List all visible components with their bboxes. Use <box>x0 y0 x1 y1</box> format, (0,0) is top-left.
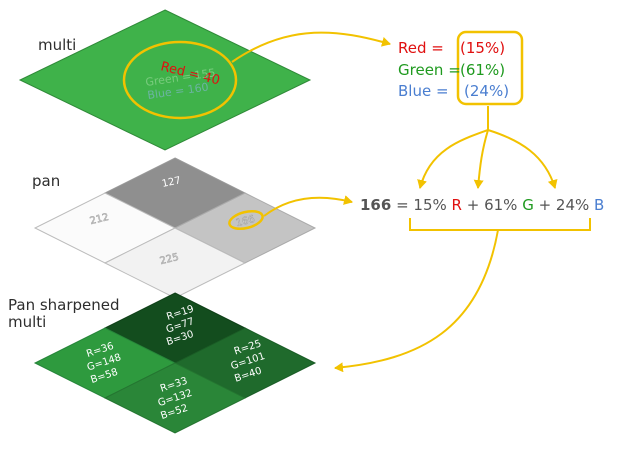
multi-tile <box>18 9 312 151</box>
pan-sharpen-equation: 166 = 15% R + 61% G + 24% B <box>360 196 604 214</box>
weights-highlight-box <box>456 30 524 106</box>
arrow-pan-to-equation <box>263 195 353 217</box>
weight-green-label: Green = <box>398 61 461 79</box>
pansharpened-layer: R=19 G=77 B=30 R=36 G=148 B=58 R=25 G=10… <box>33 292 317 434</box>
weight-blue-label: Blue = <box>398 82 449 100</box>
arrow-equation-to-pansharpened <box>334 229 499 373</box>
connector-arrows <box>231 31 591 373</box>
pan-value-left: 212 <box>89 212 110 227</box>
equation-bracket <box>409 218 591 231</box>
pan-value-top: 127 <box>161 175 182 190</box>
equation-g: G <box>522 196 534 214</box>
pan-value-right: 166 <box>235 214 256 229</box>
pansharpened-label-line1: Pan sharpened <box>8 296 120 314</box>
equation-part-2: + 61% <box>462 196 522 214</box>
equation-b: B <box>594 196 604 214</box>
multi-layer: Red = 40 Green = 155 Blue = 160 <box>18 9 312 151</box>
arrow-to-g-term <box>473 129 489 189</box>
pan-label: pan <box>32 172 60 190</box>
pan-highlight-ellipse <box>228 209 264 231</box>
weights-panel: Red = (15%) Green = (61%) Blue = (24%) <box>398 30 524 106</box>
pan-layer: 127 212 225 166 <box>33 157 317 299</box>
multi-label: multi <box>38 36 76 54</box>
arrow-to-r-term <box>417 129 489 189</box>
weight-blue-value: (24%) <box>464 82 509 100</box>
weight-red-value: (15%) <box>460 39 505 57</box>
equation-part-3: + 24% <box>534 196 594 214</box>
multi-highlight-ellipse <box>122 40 238 120</box>
pansharpened-label-line2: multi <box>8 313 46 331</box>
equation-pan-value: 166 <box>360 196 391 214</box>
equation-r: R <box>452 196 462 214</box>
sharp-cell-bottom <box>103 362 247 434</box>
arrow-multi-to-weights <box>231 31 391 63</box>
weight-green-value: (61%) <box>460 61 505 79</box>
weight-red-label: Red = <box>398 39 444 57</box>
pan-value-bottom: 225 <box>159 252 180 267</box>
equation-part-1: = 15% <box>391 196 451 214</box>
arrow-to-b-term <box>487 129 558 189</box>
